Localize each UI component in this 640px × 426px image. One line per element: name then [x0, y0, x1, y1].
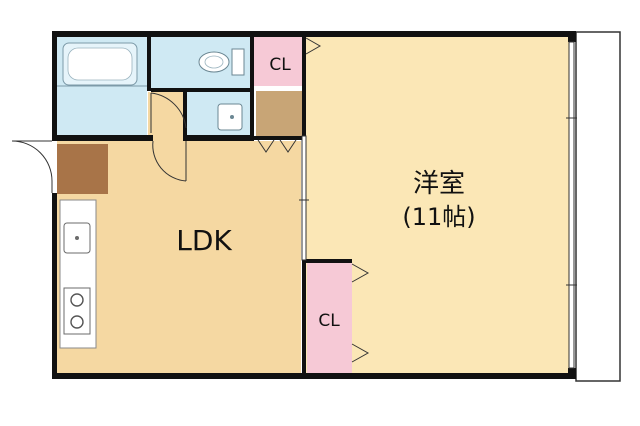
- closet-bottom-label: CL: [318, 311, 340, 331]
- closet-top-label: CL: [269, 55, 291, 75]
- window-frame: [568, 41, 575, 369]
- toilet-tank: [231, 48, 245, 76]
- fridge-space: [57, 144, 108, 194]
- gas-stove: [63, 287, 91, 335]
- western-room-name: 洋室: [413, 169, 465, 199]
- closet-bottom: [307, 263, 352, 373]
- wash-basin-drain: [230, 115, 234, 119]
- kitchen-sink-drain: [75, 236, 79, 240]
- ldk-label: LDK: [176, 224, 232, 257]
- doors: [11, 37, 370, 363]
- walls: [52, 31, 576, 379]
- western-room-size: (11帖): [402, 203, 475, 231]
- closet-top: [254, 37, 306, 86]
- storage-closet: [256, 91, 302, 136]
- balcony: [575, 31, 621, 382]
- toilet-seat: [204, 55, 224, 69]
- stove-burner-top: [70, 293, 84, 307]
- stove-burner-bottom: [70, 315, 84, 329]
- sliding-partition: [301, 135, 307, 261]
- bathtub-inner: [67, 47, 133, 81]
